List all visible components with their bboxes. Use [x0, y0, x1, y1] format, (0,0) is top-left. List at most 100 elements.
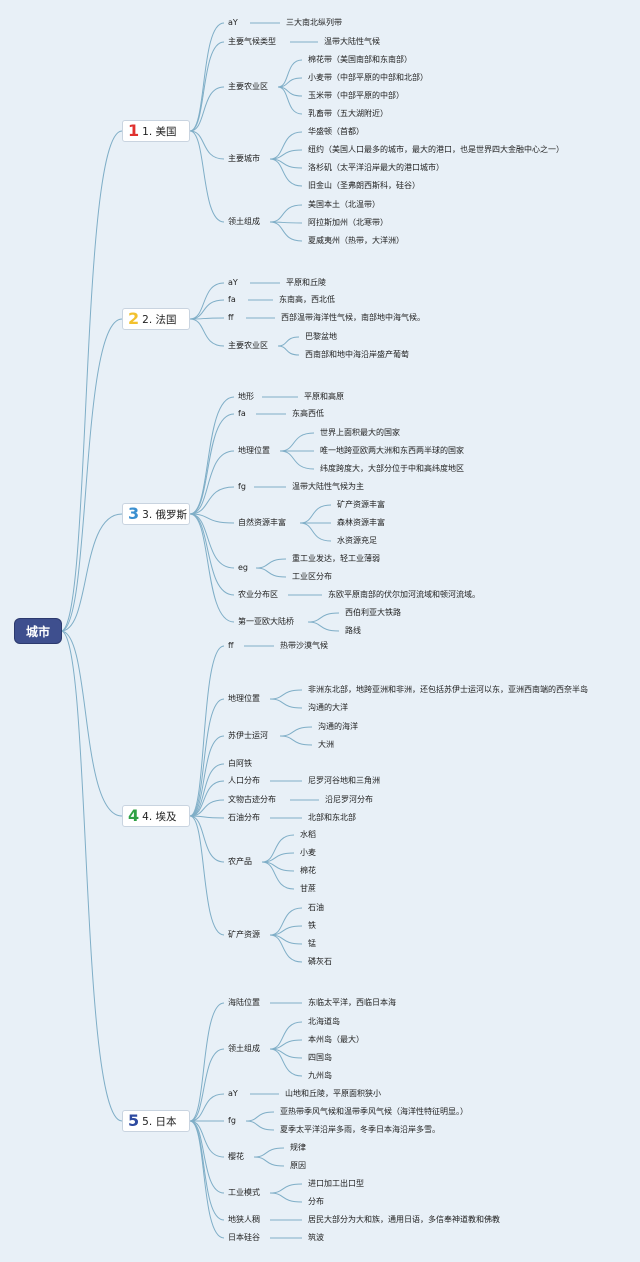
item-node: 东南高，西北低 [279, 295, 335, 304]
topic-item-link [269, 934, 303, 963]
branch-child-link [189, 1048, 225, 1122]
topic-node: 主要气候类型 [228, 37, 276, 46]
branch-child-link [189, 1002, 225, 1122]
topic-item-link [299, 504, 332, 524]
branch-child-link [189, 815, 225, 936]
item-node: 小麦带（中部平原的中部和北部） [308, 73, 428, 82]
topic-node: 樱花 [228, 1152, 244, 1161]
branch-label: 4. 埃及 [142, 810, 177, 823]
item-node: 棉花带（美国南部和东南部） [308, 55, 412, 64]
root-branch-link [60, 513, 123, 632]
item-node: 矿产资源丰富 [337, 500, 385, 509]
item-node: 西南部和地中海沿岸盛产葡萄 [305, 350, 409, 359]
branch-child-link [189, 513, 235, 524]
topic-item-link [245, 1120, 275, 1131]
branch-child-link [189, 513, 235, 623]
topic-item-link [269, 1048, 303, 1077]
item-node: 石油 [308, 903, 324, 912]
item-node: 夏威夷州（热带，大洋洲） [308, 236, 404, 245]
topic-item-link [269, 907, 303, 936]
item-node: 水资源充足 [337, 536, 377, 545]
topic-item-link [269, 689, 303, 700]
topic-node: 领土组成 [228, 1044, 260, 1053]
topic-item-link [269, 221, 303, 242]
branch-number: 3 [128, 504, 140, 523]
topic-item-link [269, 158, 303, 187]
item-node: 沟通的大洋 [308, 703, 348, 712]
branch-child-link [189, 1120, 225, 1158]
topic-item-link [307, 621, 340, 632]
topic-node: 领土组成 [228, 217, 260, 226]
topic-node: 自然资源丰富 [238, 518, 286, 527]
branch-child-link [189, 1120, 225, 1194]
item-node: 工业区分布 [292, 572, 332, 581]
item-node: 美国本土（北温带） [308, 200, 380, 209]
branch-child-link [189, 513, 235, 596]
item-node: 旧金山（圣弗朗西斯科，硅谷） [308, 181, 420, 190]
item-node: 森林资源丰富 [337, 518, 385, 527]
branch-child-link [189, 450, 235, 515]
topic-node: 工业模式 [228, 1188, 260, 1197]
branch-child-link [189, 41, 225, 132]
item-node: 路线 [345, 626, 361, 635]
item-node: 西伯利亚大铁路 [345, 608, 401, 617]
item-node: 重工业发达，轻工业薄弱 [292, 554, 380, 563]
item-node: 东欧平原南部的伏尔加河流域和顿河流域。 [328, 590, 480, 599]
topic-node: 白阿铁 [228, 759, 252, 768]
topic-node: 矿产资源 [228, 930, 260, 939]
item-node: 西部温带海洋性气候，南部地中海气候。 [281, 313, 425, 322]
branch-child-link [189, 299, 225, 320]
item-node: 筑波 [308, 1233, 324, 1242]
topic-item-link [307, 612, 340, 623]
item-node: 世界上面积最大的国家 [320, 428, 400, 437]
topic-node: ff [228, 313, 234, 322]
branch-child-link [189, 22, 225, 132]
topic-item-link [255, 558, 287, 569]
topic-item-link [277, 345, 300, 356]
branch-child-link [189, 1120, 225, 1239]
branch-child-link [189, 318, 225, 347]
topic-node: eg [238, 563, 248, 572]
branch-child-link [189, 735, 225, 817]
item-node: 进口加工出口型 [308, 1179, 364, 1188]
item-node: 居民大部分为大和族，通用日语，多信奉神道教和佛教 [308, 1215, 500, 1224]
topic-item-link [253, 1147, 285, 1158]
branch-child-link [189, 1093, 225, 1122]
topic-node: 主要农业区 [228, 82, 268, 91]
topic-item-link [269, 1183, 303, 1194]
root-node: 城市 [15, 619, 61, 643]
item-node: 本州岛（最大） [308, 1035, 364, 1044]
topic-item-link [255, 567, 287, 578]
topic-node: aY [228, 18, 238, 27]
item-node: 纽约（美国人口最多的城市，最大的港口，也是世界四大金融中心之一） [308, 145, 564, 154]
topic-item-link [279, 726, 313, 737]
topic-node: fa [238, 409, 246, 418]
topic-item-link [269, 204, 303, 223]
topic-item-link [269, 698, 303, 709]
branch-child-link [189, 799, 225, 817]
topic-node: 主要城市 [228, 154, 260, 163]
branch-number: 4 [128, 806, 140, 825]
topic-node: 文物古迹分布 [228, 795, 276, 804]
topic-node: ff [228, 641, 234, 650]
item-node: 玉米带（中部平原的中部） [308, 91, 404, 100]
topic-item-link [277, 336, 300, 347]
topic-node: 地理位置 [228, 694, 260, 703]
topic-node: 地理位置 [238, 446, 270, 455]
item-node: 华盛顿（首都） [308, 127, 364, 136]
item-node: 大洲 [318, 740, 334, 749]
item-node: 亚热带季风气候和温带季风气候（海洋性特征明显。） [280, 1107, 468, 1116]
item-node: 温带大陆性气候为主 [292, 482, 364, 491]
item-node: 温带大陆性气候 [324, 37, 380, 46]
branch-child-link [189, 780, 225, 817]
root-branch-link [60, 130, 123, 632]
branch-child-link [189, 513, 235, 569]
topic-item-link [245, 1111, 275, 1122]
topic-node: 地狭人稠 [228, 1215, 260, 1224]
item-node: 铁 [308, 921, 316, 930]
root-branch-link [60, 318, 123, 632]
item-node: 棉花 [300, 866, 316, 875]
topic-item-link [299, 522, 332, 542]
branch-child-link [189, 815, 225, 863]
